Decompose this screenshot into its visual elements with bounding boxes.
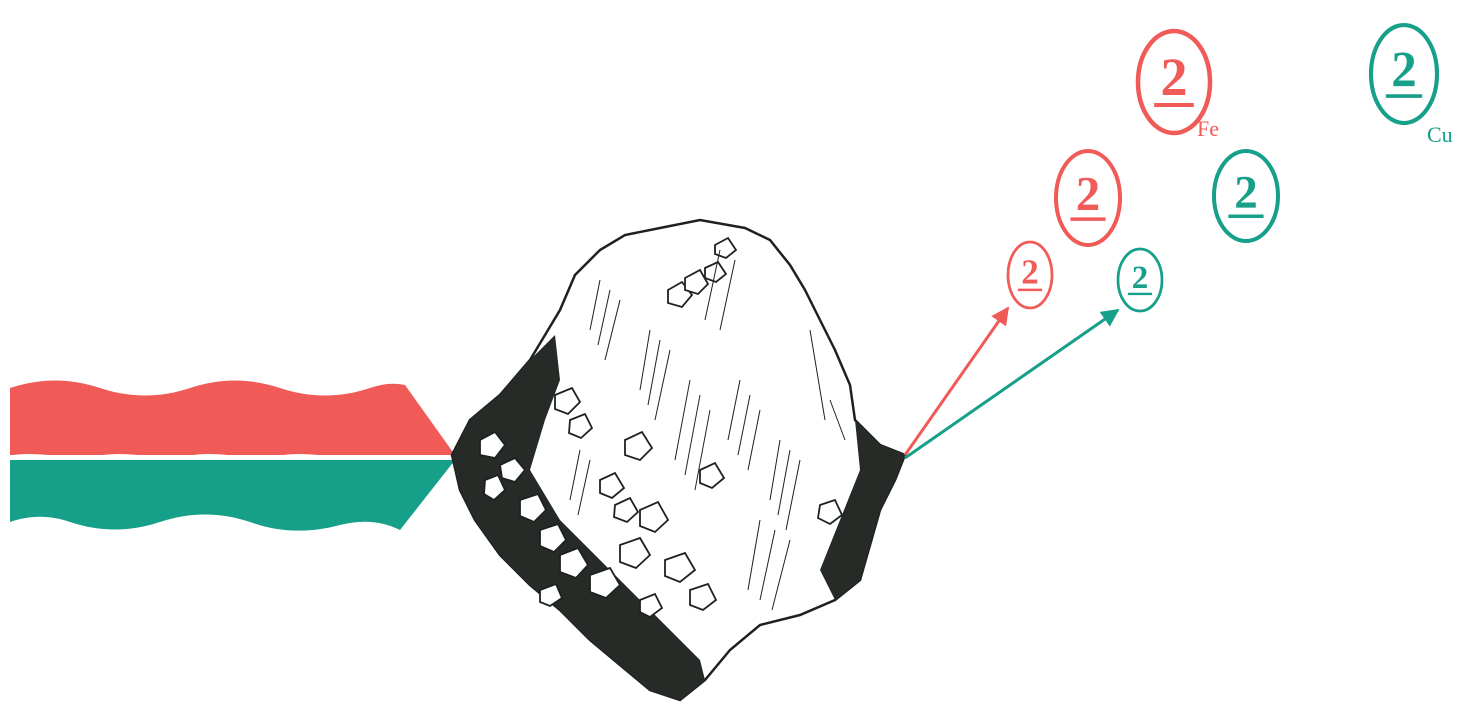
beam-lower-green <box>10 460 455 531</box>
crystal-rock-icon <box>452 220 905 700</box>
ring-symbol: 2 <box>1234 166 1258 218</box>
emission-arrows <box>905 308 1118 458</box>
emission-rings-fe: 222 <box>1008 31 1210 308</box>
incoming-beams <box>10 381 455 531</box>
emission-ring-cu-2: 2 <box>1214 151 1278 241</box>
emission-ring-fe-1: 2 <box>1008 242 1052 308</box>
emission-ring-cu-1: 2 <box>1118 249 1162 311</box>
ring-symbol: 2 <box>1132 260 1149 296</box>
beam-upper-red <box>10 381 455 456</box>
ring-symbol: 2 <box>1391 42 1417 98</box>
label-cu: Cu <box>1427 122 1453 147</box>
emission-ring-fe-2: 2 <box>1056 151 1120 245</box>
arrow-cu <box>905 310 1118 458</box>
beam-divider <box>10 456 452 459</box>
arrow-fe <box>905 308 1008 455</box>
ring-symbol: 2 <box>1021 252 1039 291</box>
ring-symbol: 2 <box>1161 47 1188 107</box>
emission-ring-cu-3: 2 <box>1371 25 1437 123</box>
ring-symbol: 2 <box>1076 166 1101 221</box>
label-fe: Fe <box>1197 116 1219 141</box>
